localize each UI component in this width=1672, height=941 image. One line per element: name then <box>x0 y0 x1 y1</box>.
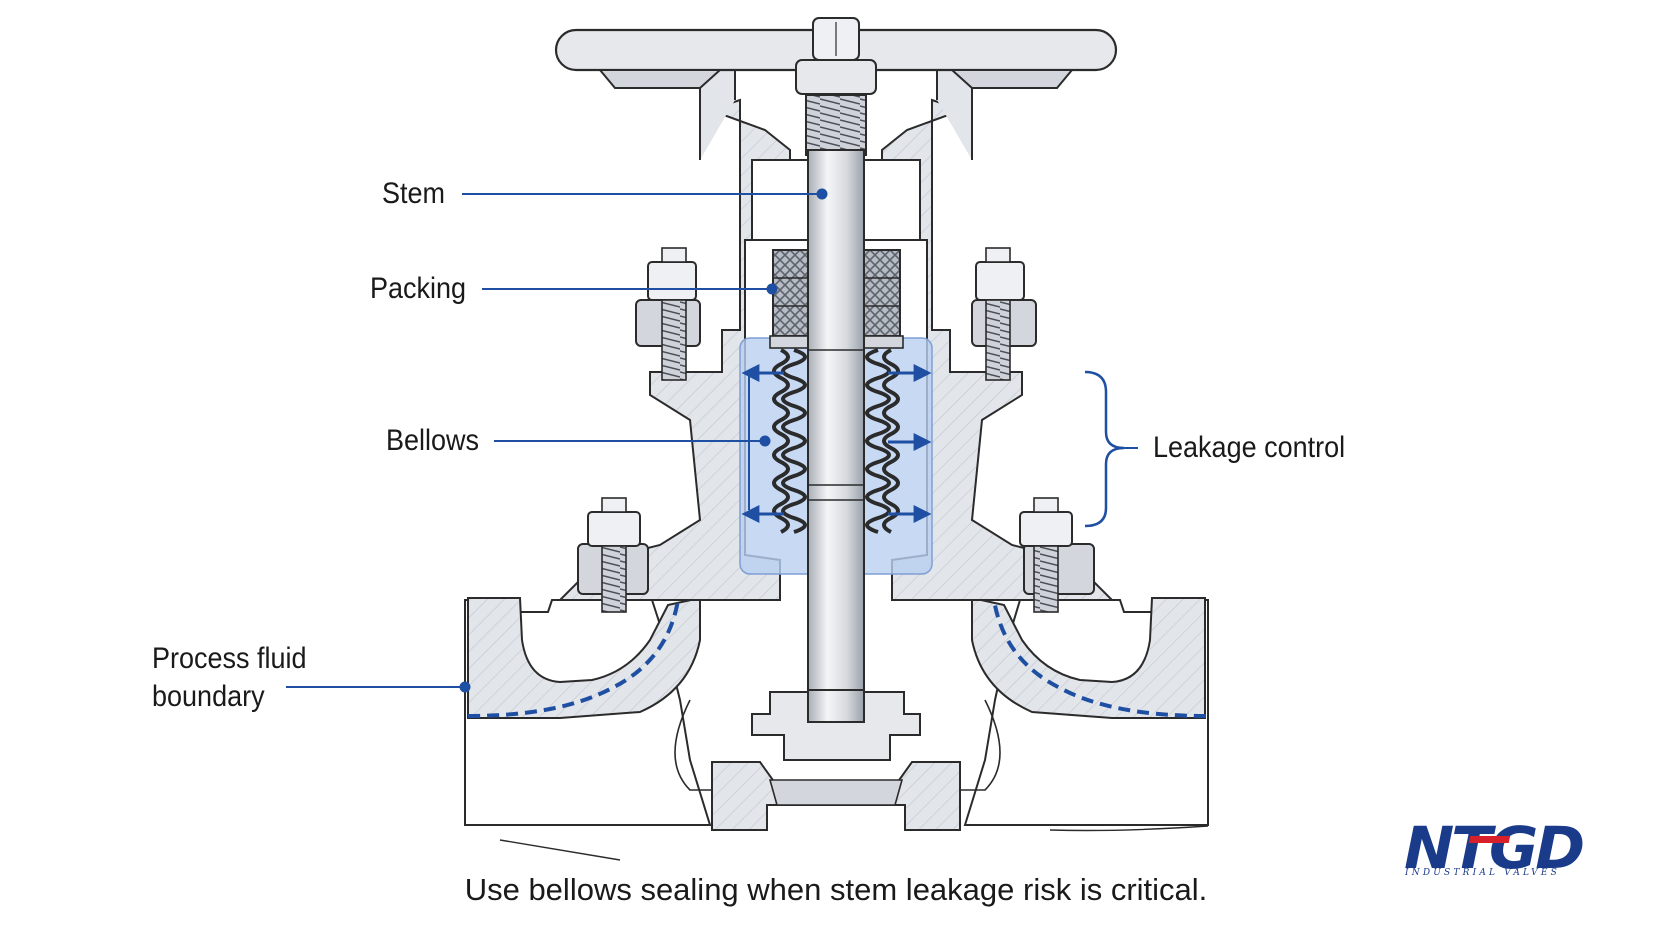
valve-body <box>464 596 1209 861</box>
stem <box>795 17 877 691</box>
pressure-arrows <box>741 364 932 523</box>
packing-label: Packing <box>370 272 467 305</box>
process-fluid-label-line1: Process fluid <box>152 642 307 675</box>
logo-brand: NTGD <box>1404 818 1583 882</box>
callout-leaders <box>286 188 1138 693</box>
bonnet-bolts <box>577 247 1095 613</box>
process-fluid-label: Process fluid boundary <box>152 640 307 716</box>
process-fluid-label-line2: boundary <box>152 680 265 713</box>
stem-label: Stem <box>382 177 446 210</box>
diagram-caption: Use bellows sealing when stem leakage ri… <box>464 872 1208 907</box>
leakage-control-label: Leakage control <box>1153 431 1346 464</box>
bellows <box>772 348 900 534</box>
valve-disc <box>711 689 961 831</box>
logo-subtitle: INDUSTRIAL VALVES <box>1405 868 1560 878</box>
bellows-label: Bellows <box>386 424 480 457</box>
ntgd-logo: NTGD <box>1404 818 1586 882</box>
process-fluid-boundary <box>467 599 1207 718</box>
